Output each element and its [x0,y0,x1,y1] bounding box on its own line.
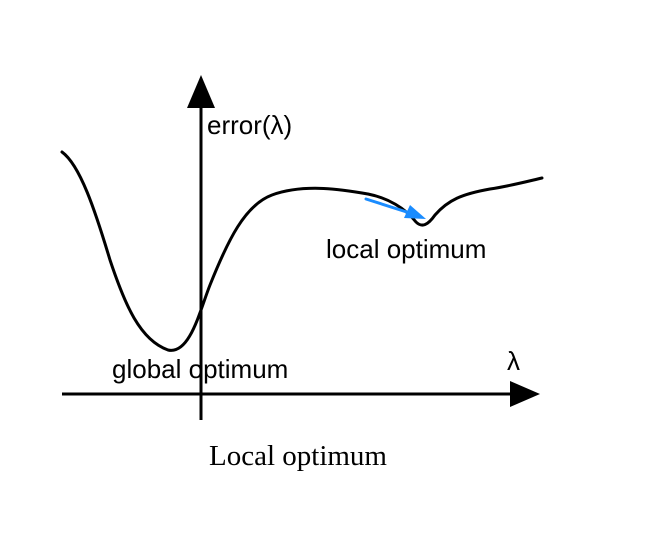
descent-arrow-shaft [364,197,415,216]
y-axis-arrowhead [187,75,215,108]
x-axis-arrowhead [510,381,540,407]
local-optimum-label: local optimum [326,234,486,264]
descent-arrowhead [404,205,426,219]
y-axis-label: error(λ) [207,110,292,140]
figure-caption: Local optimum [209,440,387,472]
x-axis-label: λ [507,346,520,376]
global-optimum-label: global optimum [112,354,288,384]
error-curve [60,150,544,352]
